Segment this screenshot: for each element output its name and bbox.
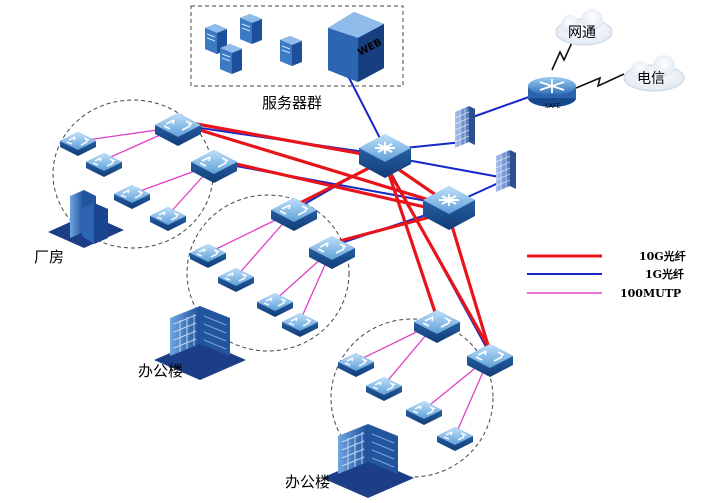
legend-label-1g: 1G光纤 — [645, 267, 684, 281]
access-switch-icon — [189, 243, 227, 269]
access-switch-icon — [190, 149, 238, 184]
factory-label: 厂房 — [34, 248, 64, 266]
isp-netcom-label: 网通 — [568, 25, 596, 41]
web-server-icon: WEB — [328, 12, 384, 82]
legend-label-10g: 10G光纤 — [639, 249, 686, 263]
access-switch-icon — [154, 112, 202, 147]
isp-telecom-label: 电信 — [637, 71, 665, 87]
legend: 10G光纤 1G光纤 100MUTP — [527, 249, 686, 300]
office-a-label: 办公楼 — [138, 362, 183, 380]
cloud-icon: 网通 — [555, 9, 613, 46]
access-switch-icon — [466, 343, 514, 378]
fiber-1g-links — [179, 69, 544, 355]
access-switch-icon — [413, 309, 461, 344]
utp-links — [79, 126, 491, 437]
access-switch-icon — [149, 206, 187, 232]
router-icon: SAFE — [528, 77, 576, 110]
office-a-zone — [186, 194, 350, 352]
router-badge: SAFE — [545, 103, 560, 110]
access-switch-icon — [405, 400, 443, 426]
office-b-zone — [330, 318, 494, 478]
server-group: WEB — [204, 12, 384, 82]
office-b-label: 办公楼 — [285, 473, 330, 491]
factory-building-icon — [48, 190, 124, 248]
server-icon — [279, 35, 303, 67]
server-cluster-box — [190, 5, 404, 87]
access-switch-icon — [270, 197, 318, 232]
access-switch-icon — [436, 426, 474, 452]
access-switch-icon — [59, 131, 97, 157]
access-switch-icon — [281, 312, 319, 338]
access-switch-icon — [256, 292, 294, 318]
building-icon — [321, 423, 415, 499]
legend-label-100m: 100MUTP — [620, 287, 681, 300]
access-switch-icon — [113, 184, 151, 210]
cloud-icon: 电信 — [623, 55, 685, 92]
firewall-icon — [454, 105, 476, 149]
server-icon — [239, 13, 263, 45]
firewall-icon — [495, 149, 517, 193]
lightning-bolt-icon — [551, 37, 575, 71]
lightning-bolt-icon — [575, 73, 625, 89]
access-switch-icon — [217, 267, 255, 293]
fiber-10g-links — [179, 119, 492, 353]
server-icon — [219, 43, 243, 75]
server-cluster-label: 服务器群 — [262, 94, 322, 112]
access-switch-icon — [365, 376, 403, 402]
access-switch-icon — [85, 152, 123, 178]
